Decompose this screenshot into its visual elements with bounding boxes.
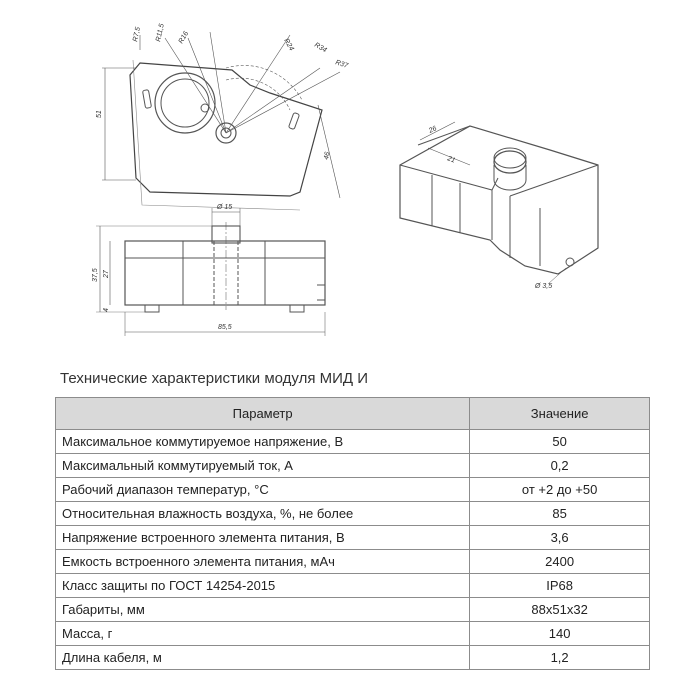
value-cell: 0,2 <box>469 453 650 478</box>
param-cell: Класс защиты по ГОСТ 14254-2015 <box>54 573 471 598</box>
dim-label-d15: Ø 15 <box>216 204 232 211</box>
value-cell: 3,6 <box>469 525 650 550</box>
top-view <box>102 31 341 211</box>
value-cell: 2400 <box>469 549 650 574</box>
table-row: Рабочий диапазон температур, °С от +2 до… <box>54 477 650 502</box>
value-cell: 50 <box>469 429 650 454</box>
front-view <box>96 208 326 336</box>
dim-label-4: 4 <box>103 308 110 312</box>
dim-label-r34: R34 <box>313 42 328 55</box>
param-cell: Габариты, мм <box>54 597 471 622</box>
param-cell: Максимальный коммутируемый ток, А <box>54 453 471 478</box>
value-cell: от +2 до +50 <box>469 477 650 502</box>
section-title: Технические характеристики модуля МИД И <box>60 370 368 387</box>
dim-label-51: 51 <box>96 110 103 118</box>
dim-label-46: 46 <box>323 151 331 160</box>
table-row: Длина кабеля, м 1,2 <box>54 645 650 670</box>
header-value: Значение <box>469 397 650 430</box>
dim-label-r11-5: R11,5 <box>155 23 166 42</box>
table-row: Максимальное коммутируемое напряжение, В… <box>54 429 650 454</box>
table-row: Относительная влажность воздуха, %, не б… <box>54 501 650 526</box>
dim-label-r37: R37 <box>334 59 349 70</box>
dim-label-27: 27 <box>103 269 110 279</box>
dim-label-21: 21 <box>445 155 456 165</box>
table-header-row: Параметр Значение <box>54 397 650 430</box>
param-cell: Масса, г <box>54 621 471 646</box>
dim-label-85-5: 85,5 <box>218 324 232 331</box>
table-row: Класс защиты по ГОСТ 14254-2015 IP68 <box>54 573 650 598</box>
table-row: Напряжение встроенного элемента питания,… <box>54 525 650 550</box>
value-cell: IP68 <box>469 573 650 598</box>
value-cell: 88х51х32 <box>469 597 650 622</box>
dim-label-r16: R16 <box>178 30 191 45</box>
param-cell: Рабочий диапазон температур, °С <box>54 477 471 502</box>
dim-label-37-5: 37,5 <box>92 268 99 282</box>
table-row: Емкость встроенного элемента питания, мА… <box>54 549 650 574</box>
value-cell: 1,2 <box>469 645 650 670</box>
param-cell: Напряжение встроенного элемента питания,… <box>54 525 471 550</box>
dim-label-d3-5: Ø 3,5 <box>534 283 552 290</box>
dim-label-r24: R24 <box>282 38 295 53</box>
param-cell: Максимальное коммутируемое напряжение, В <box>54 429 471 454</box>
header-parameter: Параметр <box>54 397 471 430</box>
drawing-svg: R7,5 R11,5 R16 R24 R34 R37 51 46 Ø 15 37… <box>92 23 599 336</box>
table-row: Габариты, мм 88х51х32 <box>54 597 650 622</box>
param-cell: Относительная влажность воздуха, %, не б… <box>54 501 471 526</box>
dim-label-r7-5: R7,5 <box>132 26 142 42</box>
value-cell: 85 <box>469 501 650 526</box>
value-cell: 140 <box>469 621 650 646</box>
table-row: Масса, г 140 <box>54 621 650 646</box>
table-row: Максимальный коммутируемый ток, А 0,2 <box>54 453 650 478</box>
specs-table: Параметр Значение Максимальное коммутиру… <box>54 397 650 670</box>
iso-view <box>399 121 599 285</box>
dim-label-26: 26 <box>427 125 438 135</box>
param-cell: Емкость встроенного элемента питания, мА… <box>54 549 471 574</box>
technical-drawing: R7,5 R11,5 R16 R24 R34 R37 51 46 Ø 15 37… <box>0 0 700 345</box>
param-cell: Длина кабеля, м <box>54 645 471 670</box>
